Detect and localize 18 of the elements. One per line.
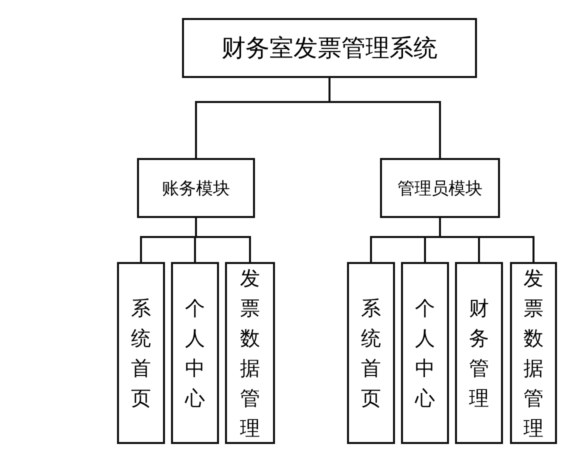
function-label: 财务管理: [469, 295, 489, 412]
module-box: 管理员模块: [380, 158, 500, 218]
connector-line: [328, 78, 441, 158]
function-label: 个人中心: [415, 295, 435, 412]
module-box: 账务模块: [137, 158, 255, 218]
function-label: 系统首页: [131, 295, 151, 412]
root-box: 财务室发票管理系统: [182, 18, 477, 78]
function-box: [455, 262, 503, 444]
function-box: [117, 262, 165, 444]
function-box: [347, 262, 395, 444]
function-label: 个人中心: [185, 295, 205, 412]
function-box: [225, 262, 275, 444]
function-label: 发票数据管理: [240, 265, 260, 442]
function-box: [171, 262, 219, 444]
function-box: [401, 262, 449, 444]
function-label: 发票数据管理: [524, 265, 544, 442]
function-box: [510, 262, 557, 444]
function-label: 系统首页: [361, 295, 381, 412]
